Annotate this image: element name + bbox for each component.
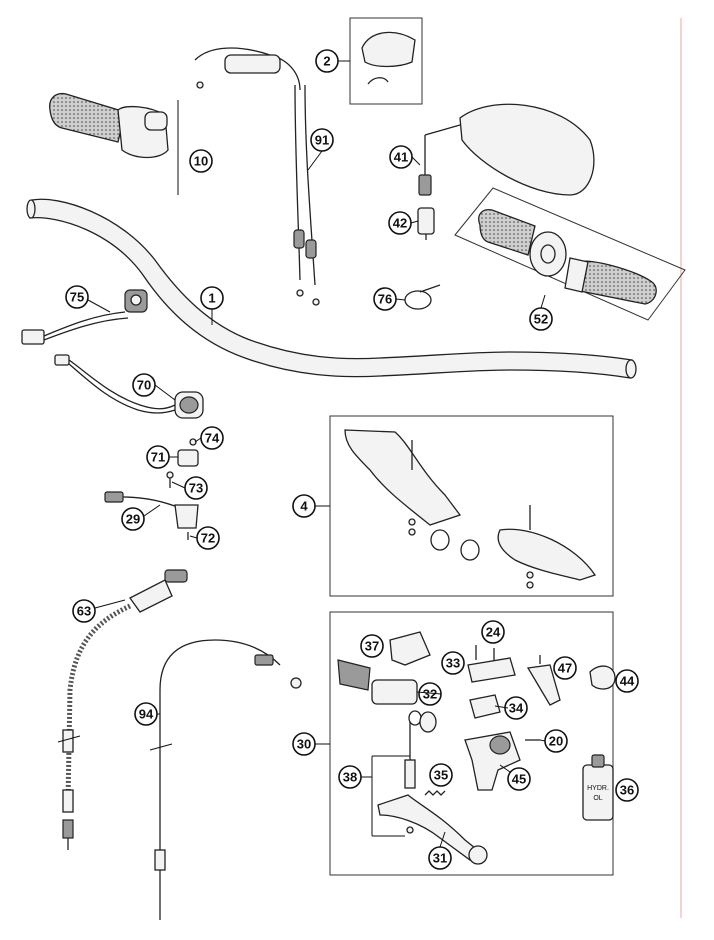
- callout-29: 29: [121, 507, 145, 531]
- callout-label: 4: [300, 499, 308, 514]
- mirror: [418, 103, 595, 196]
- callout-label: 10: [194, 154, 208, 169]
- callout-31: 31: [428, 846, 452, 870]
- callout-label: 35: [434, 768, 448, 783]
- callout-52: 52: [529, 307, 553, 331]
- callout-label: 70: [137, 378, 151, 393]
- callout-label: 72: [201, 531, 215, 546]
- callout-38: 38: [338, 765, 362, 789]
- callout-37: 37: [360, 634, 384, 658]
- switch-wiring: [21, 289, 148, 345]
- callout-30: 30: [292, 732, 316, 756]
- callout-label: 45: [512, 772, 526, 787]
- hand-guards: [315, 415, 614, 597]
- callout-label: 41: [394, 150, 408, 165]
- callout-label: 29: [126, 512, 140, 527]
- brake-hose: [57, 569, 188, 850]
- callout-35: 35: [429, 763, 453, 787]
- callout-label: 33: [446, 656, 460, 671]
- throttle-cable: [194, 47, 320, 306]
- handlebar: [26, 198, 637, 379]
- callout-1: 1: [200, 286, 224, 310]
- callout-36: 36: [615, 778, 639, 802]
- callout-47: 47: [553, 656, 577, 680]
- cap-part: [349, 17, 423, 105]
- callout-label: 1: [208, 291, 215, 306]
- callout-24: 24: [481, 620, 505, 644]
- hydraulic-oil-bottle: HYDR. OL: [582, 754, 614, 821]
- callout-label: 74: [205, 431, 220, 446]
- clutch-cable: [149, 639, 302, 920]
- callout-label: 2: [323, 54, 330, 69]
- callout-label: 47: [558, 661, 572, 676]
- callout-label: 63: [77, 604, 91, 619]
- bottle-label-line1: HYDR.: [587, 785, 609, 792]
- callout-10: 10: [189, 149, 213, 173]
- callout-label: 30: [297, 737, 311, 752]
- callout-2: 2: [315, 49, 339, 73]
- callout-63: 63: [72, 599, 96, 623]
- callout-20: 20: [544, 729, 568, 753]
- callout-label: 20: [549, 734, 563, 749]
- callout-label: 44: [620, 674, 635, 689]
- callout-label: 73: [189, 481, 203, 496]
- cable-tie: [404, 284, 441, 310]
- callout-94: 94: [134, 702, 158, 726]
- callout-75: 75: [65, 285, 89, 309]
- callout-76: 76: [373, 287, 397, 311]
- callout-34: 34: [504, 696, 528, 720]
- clamp-44: [589, 665, 616, 690]
- callout-label: 34: [509, 701, 524, 716]
- callout-label: 52: [534, 312, 548, 327]
- callout-label: 36: [620, 783, 634, 798]
- callout-label: 32: [423, 687, 437, 702]
- master-cylinder-assembly: [315, 611, 614, 876]
- callout-label: 31: [433, 851, 447, 866]
- callout-45: 45: [507, 767, 531, 791]
- callout-42: 42: [388, 211, 412, 235]
- callout-4: 4: [292, 494, 316, 518]
- callout-33: 33: [441, 651, 465, 675]
- callout-74: 74: [200, 426, 224, 450]
- callout-44: 44: [615, 669, 639, 693]
- callout-label: 94: [139, 707, 154, 722]
- callout-73: 73: [184, 476, 208, 500]
- kill-switch-wiring: [54, 354, 204, 419]
- callout-label: 38: [343, 770, 357, 785]
- mirror-adapter: [417, 207, 435, 240]
- switch-29: [104, 491, 199, 540]
- callout-label: 37: [365, 639, 379, 654]
- callout-41: 41: [389, 145, 413, 169]
- callout-label: 76: [378, 292, 392, 307]
- callout-label: 75: [70, 290, 84, 305]
- callout-72: 72: [196, 526, 220, 550]
- throttle-grip: [49, 92, 179, 195]
- grip-set: [454, 187, 686, 321]
- callout-70: 70: [132, 373, 156, 397]
- callout-label: 71: [151, 450, 165, 465]
- callout-71: 71: [146, 445, 170, 469]
- callout-label: 91: [315, 133, 329, 148]
- callout-label: 24: [486, 625, 501, 640]
- callout-label: 42: [393, 216, 407, 231]
- callout-91: 91: [310, 128, 334, 152]
- bottle-label-line2: OL: [593, 795, 602, 802]
- clamp-parts: [166, 438, 199, 488]
